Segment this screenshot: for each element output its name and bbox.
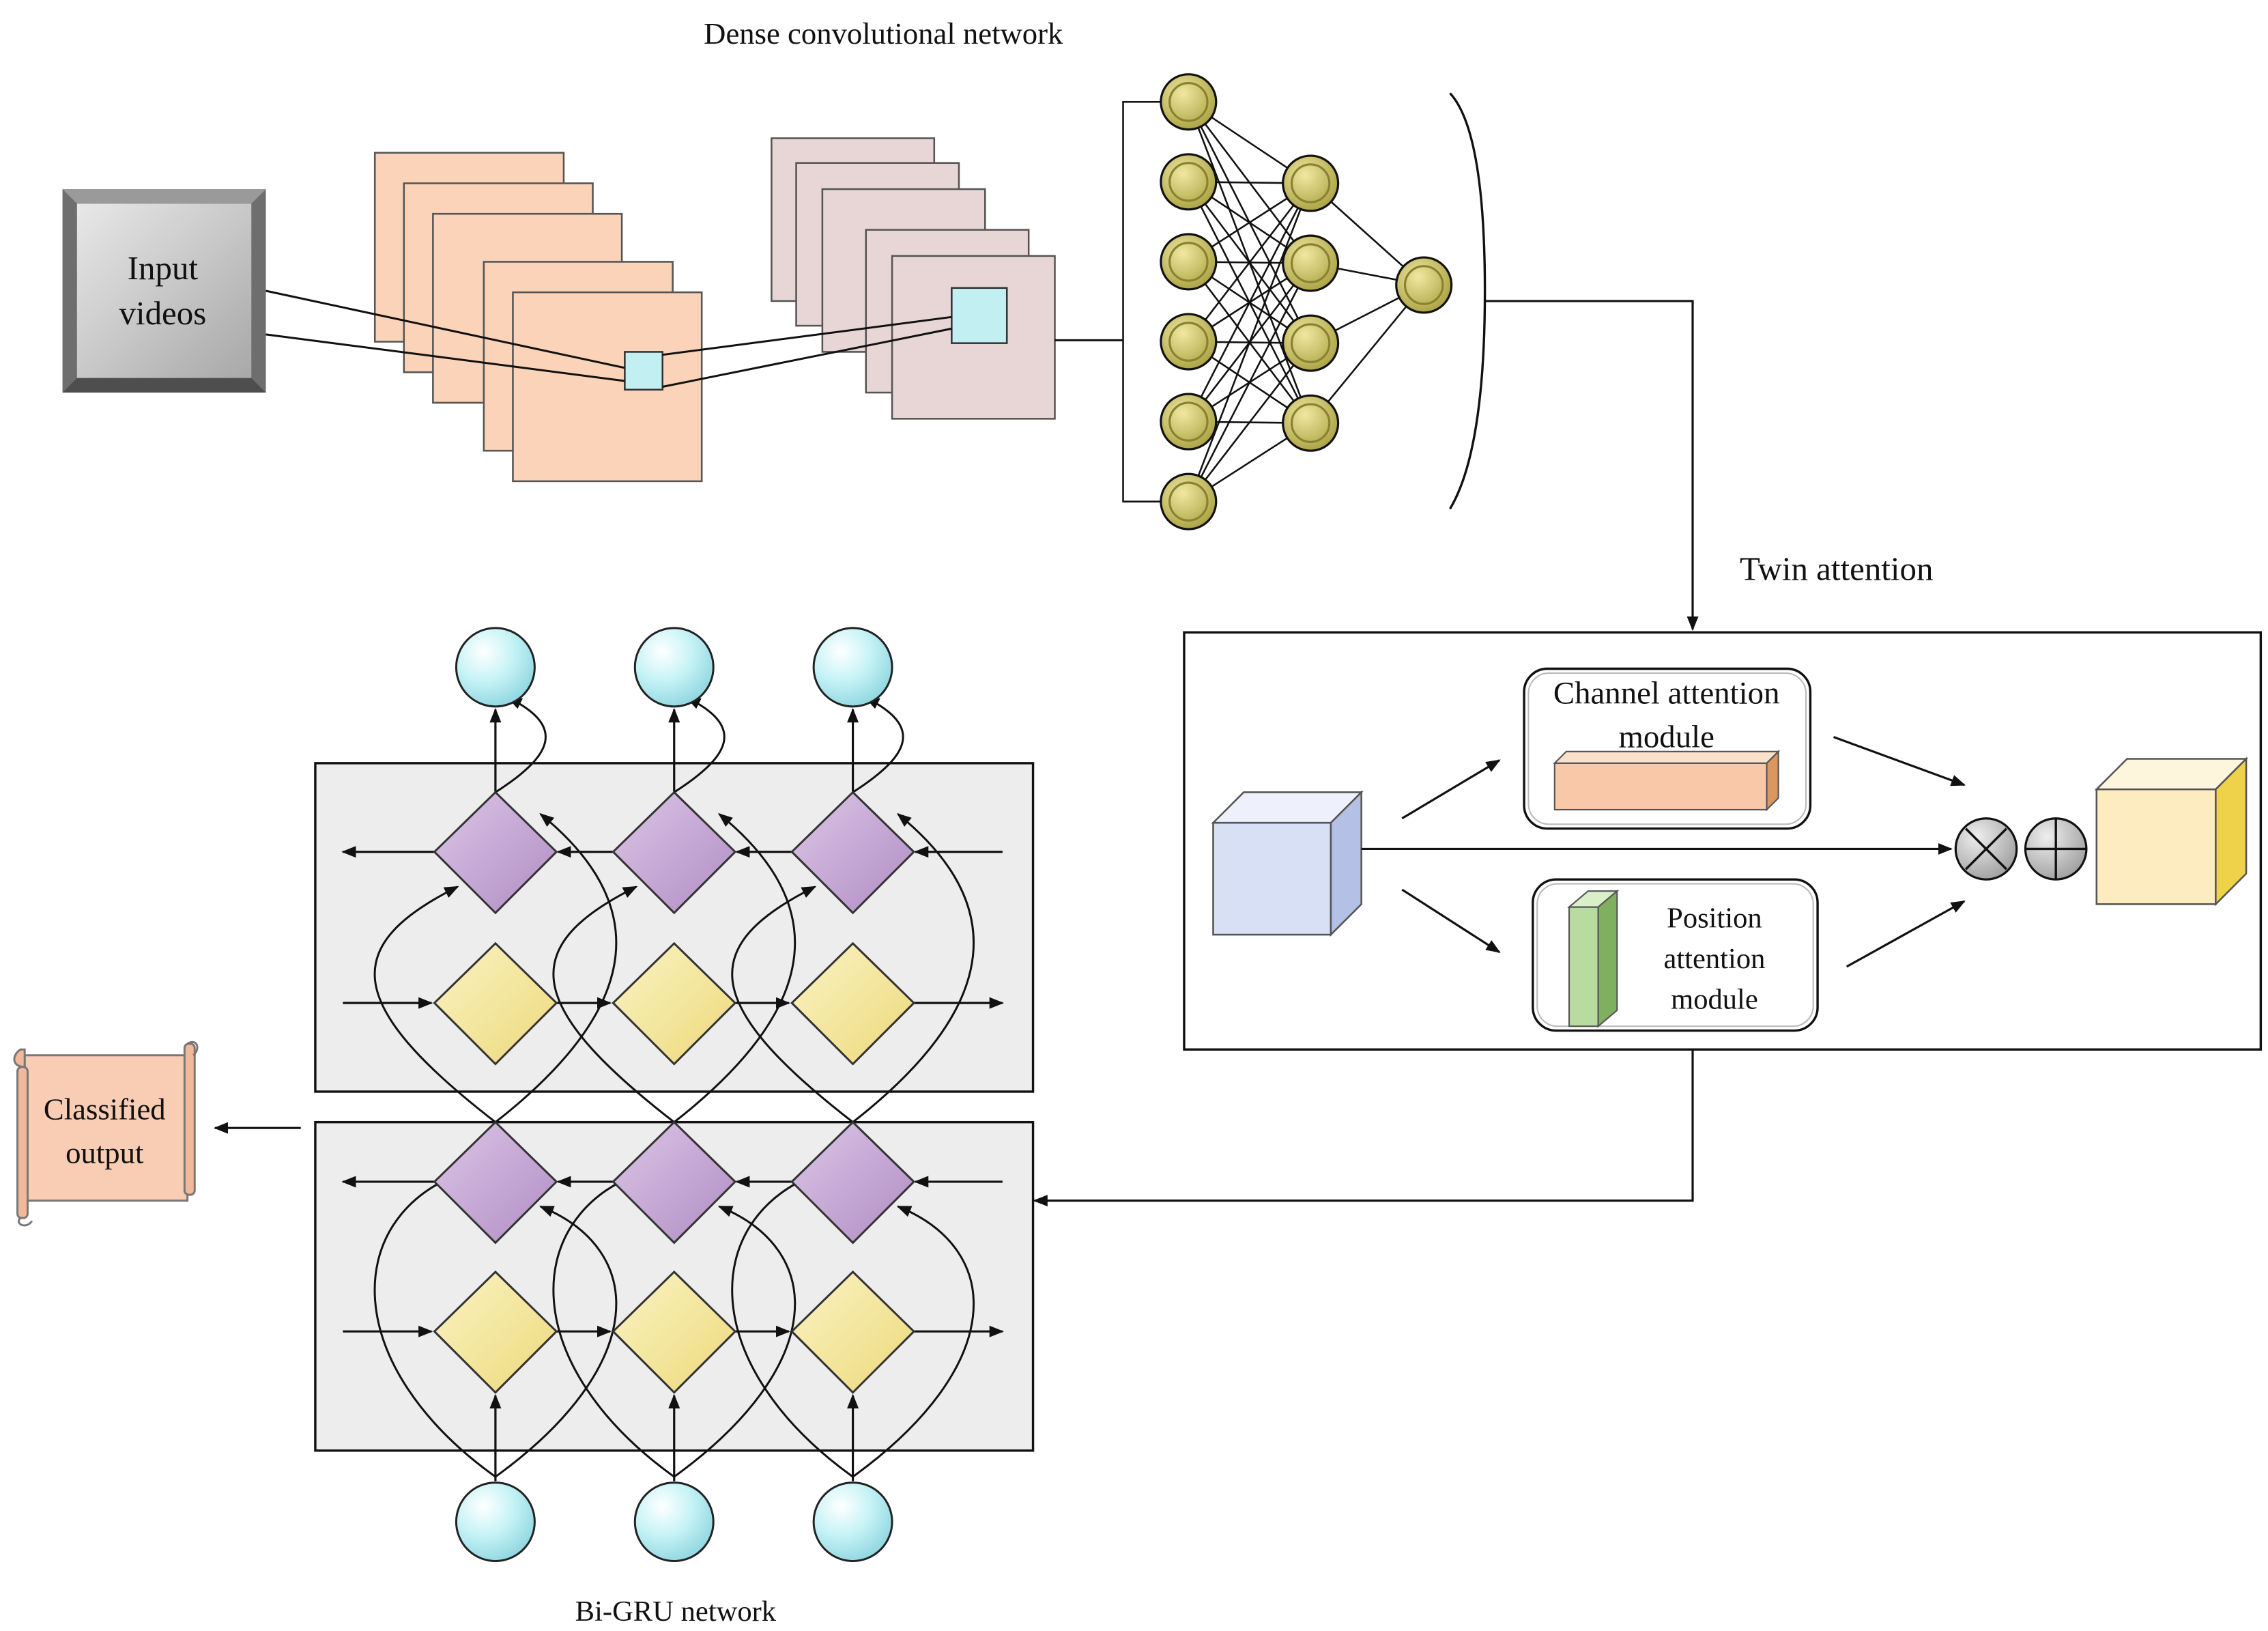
- connector-dense-to-attention: [1484, 300, 1699, 632]
- attention-arrows: [1361, 736, 1966, 968]
- input-videos-label-2: videos: [119, 294, 207, 332]
- attention-input-cube: [1211, 790, 1364, 937]
- position-attention-label-3: module: [1671, 984, 1758, 1016]
- classified-output-label: Classified: [44, 1092, 166, 1126]
- input-videos-label: Input: [128, 249, 199, 287]
- gru-vertical-flows: [489, 707, 859, 1481]
- projection-lines: [265, 289, 1123, 388]
- connector-attention-to-bigru: [1033, 1049, 1694, 1207]
- gru-output-nodes: [455, 627, 893, 708]
- position-attention-label: Position: [1667, 902, 1762, 934]
- conv-stack-2: [771, 137, 1056, 420]
- feature-square-1: [624, 351, 663, 391]
- channel-attention-bar: [1553, 750, 1781, 812]
- classified-output-scroll: [13, 1041, 199, 1227]
- dense-output-bracket: [1449, 92, 1487, 510]
- circled-times-icon: [1954, 817, 2018, 881]
- classified-output-label-2: output: [66, 1135, 144, 1169]
- twin-attention-title: Twin attention: [1740, 550, 1933, 588]
- conv-stack-1: [373, 152, 703, 483]
- bigru-title: Bi-GRU network: [575, 1595, 777, 1628]
- feature-square-2: [951, 287, 1008, 344]
- channel-attention-label-2: module: [1618, 719, 1714, 754]
- channel-attention-label: Channel attention: [1553, 676, 1780, 711]
- position-attention-bar: [1567, 889, 1620, 1028]
- gru-horizontal-flows: [341, 846, 1004, 1337]
- gru-input-nodes: [455, 1481, 893, 1563]
- gru-backward-cells: [433, 791, 916, 1245]
- neuron-inner-rings: [1168, 82, 1444, 522]
- gru-forward-cells: [433, 941, 916, 1394]
- dense-network-title: Dense convolutional network: [704, 16, 1063, 51]
- circled-plus-icon: [2024, 817, 2088, 881]
- input-videos-box: Input videos: [62, 189, 266, 393]
- attention-output-cube: [2094, 756, 2249, 907]
- position-attention-label-2: attention: [1663, 943, 1765, 975]
